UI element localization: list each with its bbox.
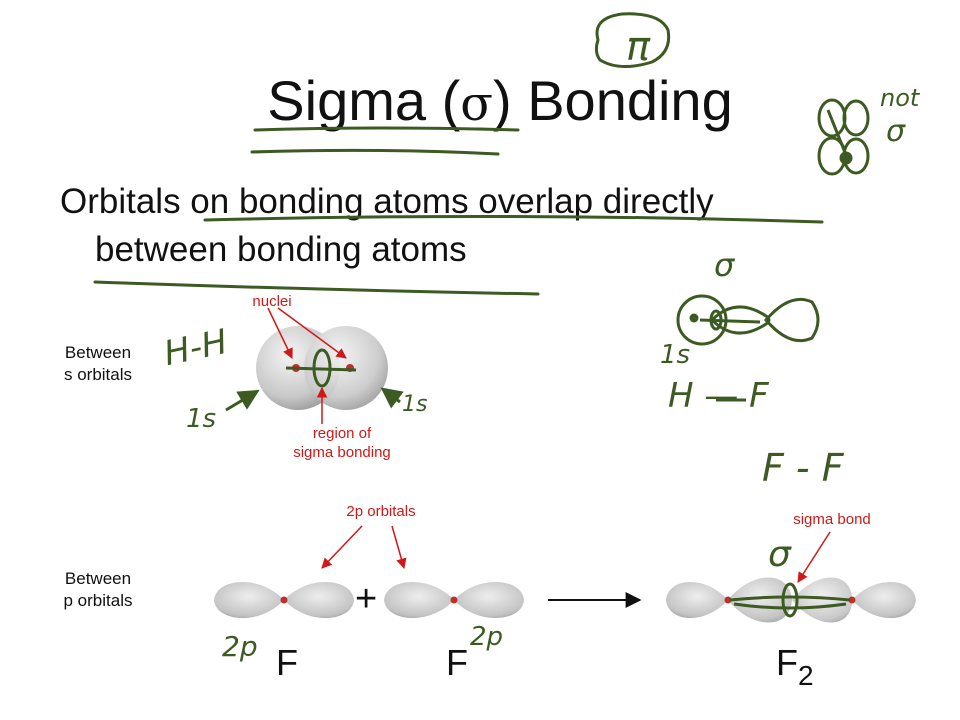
bullet-line-2: between bonding atoms [95,230,467,269]
title-underlines [93,126,824,296]
f2-subscript: 2 [798,660,814,691]
title-sigma: σ [460,76,493,132]
not-annotation: not [880,84,920,112]
not-sigma-annotation: σ [886,114,906,149]
sigma-top-annotation: σ [714,246,735,284]
ff-annotation: F - F [762,446,844,490]
p-label-line2: p orbitals [63,591,133,610]
region-line2: sigma bonding [293,444,391,461]
p-orbitals-label: Between p orbitals [44,568,152,612]
not-sigma-sketch [817,98,870,176]
f2-symbol: F [776,642,798,683]
region-label: region of sigma bonding [262,424,422,462]
p-label-line1: Between [64,569,132,588]
s-label-line2: s orbitals [63,365,133,384]
element-f-mid: F [446,642,468,683]
title-text-end: ) Bonding [492,69,733,132]
bullet-line-1: Orbitals on bonding atoms overlap direct… [60,182,714,221]
plus-sign: + [355,578,378,620]
s-ink-marks [225,348,404,412]
pi-circle [594,12,671,68]
one-s-right-annotation: 1s [402,392,428,417]
element-f-left: F [276,642,298,683]
sigma-bond-label: sigma bond [793,511,871,528]
sigma-p-annotation: σ [768,534,791,575]
two-p-mid-annotation: 2p [470,622,504,652]
s-orbitals-label: Between s orbitals [44,342,152,386]
one-s-left-annotation: 1s [186,404,217,434]
one-s-hf-annotation: 1s [660,340,691,370]
slide-title: Sigma (σ) Bonding [0,68,960,133]
two-p-left-annotation: 2p [222,630,258,663]
region-line1: region of [312,425,372,442]
element-f2: F2 [776,642,814,691]
hf-orbital-sketch [676,294,820,402]
p-orbital-mid [384,581,524,619]
p-ink-marks [729,582,851,618]
p-orbitals-caption: 2p orbitals [346,503,416,520]
nuclei-label: nuclei [252,293,292,310]
s-red-arrows [267,307,347,424]
p-orbital-left [214,581,354,619]
hf-annotation: H — F [668,376,769,416]
title-text: Sigma ( [267,69,461,132]
s-label-line1: Between [64,343,132,362]
p-orbital-overlap [666,577,916,623]
p-red-arrows [321,525,831,583]
